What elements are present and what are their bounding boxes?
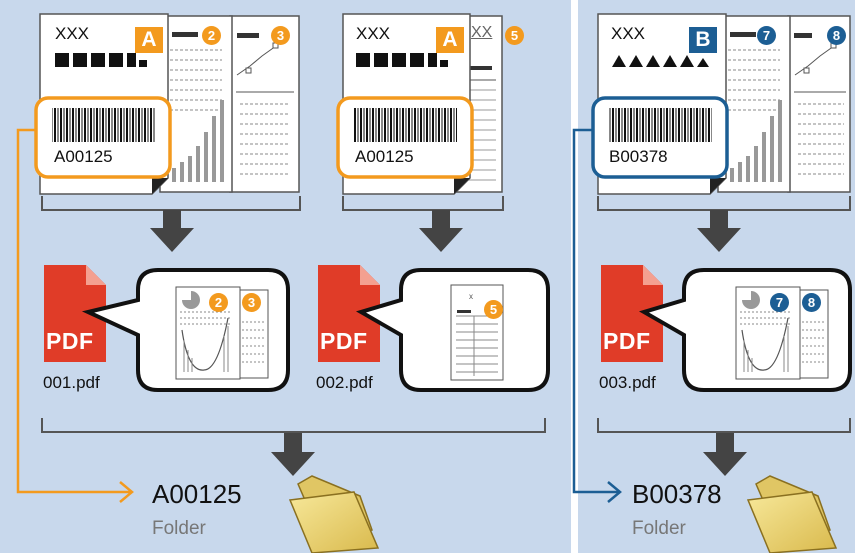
preview-badge: 2: [209, 293, 228, 312]
cover-text: XXX: [611, 24, 646, 43]
document-stack-1: [34, 13, 300, 195]
pdf-icon-text: PDF: [320, 328, 368, 354]
separator-letter: A: [135, 27, 163, 53]
cover-text: XXX: [55, 24, 90, 43]
folder-icon: [288, 475, 838, 553]
folder-name: B00378: [632, 479, 722, 509]
document-stack-3: [591, 13, 851, 195]
page-badge: 3: [271, 26, 290, 45]
document-stack-2: [336, 13, 503, 195]
folder-label: Folder: [632, 518, 686, 539]
pdf-filename: 001.pdf: [43, 373, 100, 392]
pdf-file-icon: [44, 265, 663, 362]
cover-text: XXX: [356, 24, 391, 43]
bracket-top: [41, 196, 851, 211]
pdf-icon-text: PDF: [603, 328, 651, 354]
separator-letter: A: [436, 27, 464, 53]
barcode-value: B00378: [609, 147, 668, 166]
barcode-value: A00125: [355, 147, 414, 166]
barcode-value: A00125: [54, 147, 113, 166]
preview-badge: 7: [770, 293, 789, 312]
separator-letter: B: [689, 27, 717, 53]
preview-badge: 3: [242, 293, 261, 312]
down-arrow-icon: [150, 210, 747, 476]
bracket-bottom: [41, 418, 851, 433]
folder-label: Folder: [152, 518, 206, 539]
pdf-preview-3: [735, 286, 829, 380]
svg-text:x: x: [469, 292, 473, 301]
pdf-filename: 002.pdf: [316, 373, 373, 392]
page-badge: 5: [505, 26, 524, 45]
pdf-filename: 003.pdf: [599, 373, 656, 392]
pdf-preview-2: x: [450, 284, 504, 381]
page-badge: 7: [757, 26, 776, 45]
page-header-text: XX: [471, 24, 493, 41]
folder-name: A00125: [152, 479, 242, 509]
preview-badge: 5: [484, 300, 503, 319]
pdf-icon-text: PDF: [46, 328, 94, 354]
page-badge: 2: [202, 26, 221, 45]
preview-badge: 8: [802, 293, 821, 312]
right-arrow-icon: [16, 128, 622, 503]
pdf-preview-1: [175, 286, 269, 380]
page-badge: 8: [827, 26, 846, 45]
